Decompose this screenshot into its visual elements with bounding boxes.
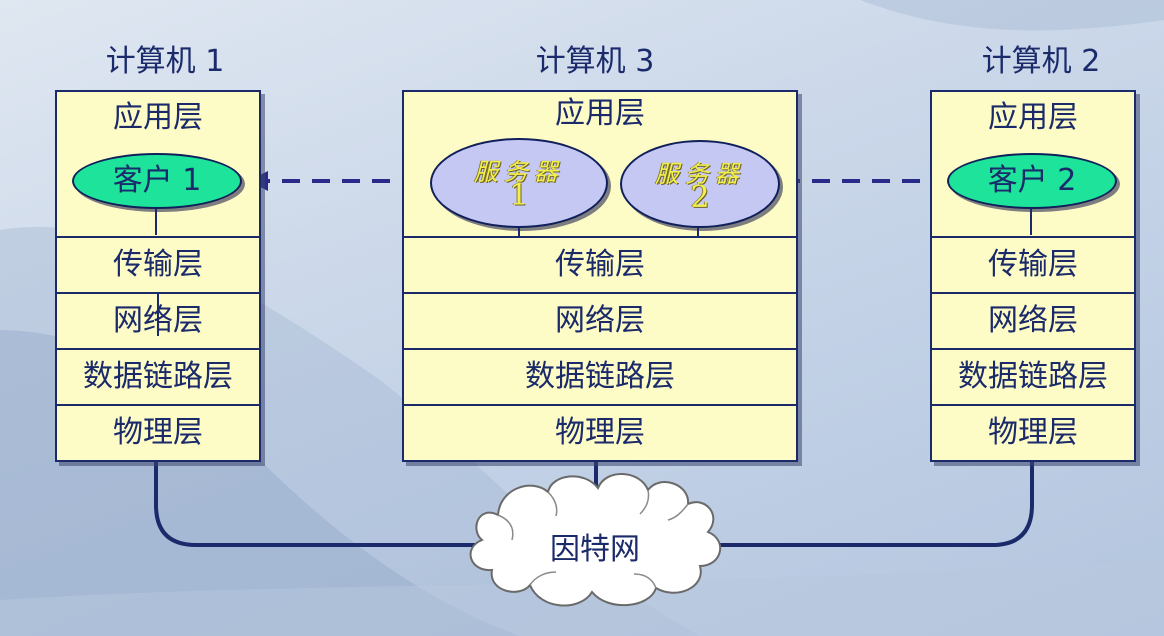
computer1-stack: 应用层 传输层 网络层 数据链路层 物理层 — [55, 90, 261, 462]
computer2-title: 计算机 2 — [981, 44, 1101, 79]
server2-number: 2 — [690, 180, 710, 215]
computer2-transport-layer: 传输层 — [932, 236, 1134, 292]
computer3-application-layer: 应用层 — [555, 96, 645, 131]
server1-process: 服务器 1 — [430, 138, 608, 228]
server1-process-line — [518, 228, 520, 236]
computer3-datalink-layer: 数据链路层 — [404, 348, 796, 404]
client2-process: 客户 2 — [947, 153, 1117, 209]
computer1-transport-layer: 传输层 — [57, 236, 259, 292]
link-computer1-internet — [154, 462, 480, 547]
internet-cloud-icon — [469, 473, 722, 607]
computer2-physical-layer: 物理层 — [932, 404, 1134, 460]
computer2-network-layer: 网络层 — [932, 292, 1134, 348]
computer3-network-layer: 网络层 — [404, 292, 796, 348]
computer1-process-connector — [157, 294, 159, 336]
computer2-datalink-layer: 数据链路层 — [932, 348, 1134, 404]
server2-name: 服务器 — [655, 160, 745, 188]
client1-process: 客户 1 — [72, 153, 242, 209]
computer1-network-layer: 网络层 — [57, 292, 259, 348]
computer2-application-layer: 应用层 — [988, 100, 1078, 135]
computer3-transport-layer: 传输层 — [404, 236, 796, 292]
server2-process: 服务器 2 — [620, 140, 780, 228]
computer2-process-line — [1030, 209, 1032, 235]
internet-label: 因特网 — [550, 532, 640, 567]
computer1-process-line — [155, 209, 157, 235]
computer1-datalink-layer: 数据链路层 — [57, 348, 259, 404]
computer1-physical-layer: 物理层 — [57, 404, 259, 460]
server1-number: 1 — [509, 178, 529, 213]
link-computer2-internet — [690, 462, 1034, 547]
computer2-stack: 应用层 传输层 网络层 数据链路层 物理层 — [930, 90, 1136, 462]
server1-name: 服务器 — [474, 158, 564, 186]
computer3-physical-layer: 物理层 — [404, 404, 796, 460]
server2-process-line — [697, 228, 699, 236]
computer1-application-layer: 应用层 — [113, 100, 203, 135]
computer3-title: 计算机 3 — [535, 44, 655, 79]
computer1-title: 计算机 1 — [105, 44, 225, 79]
